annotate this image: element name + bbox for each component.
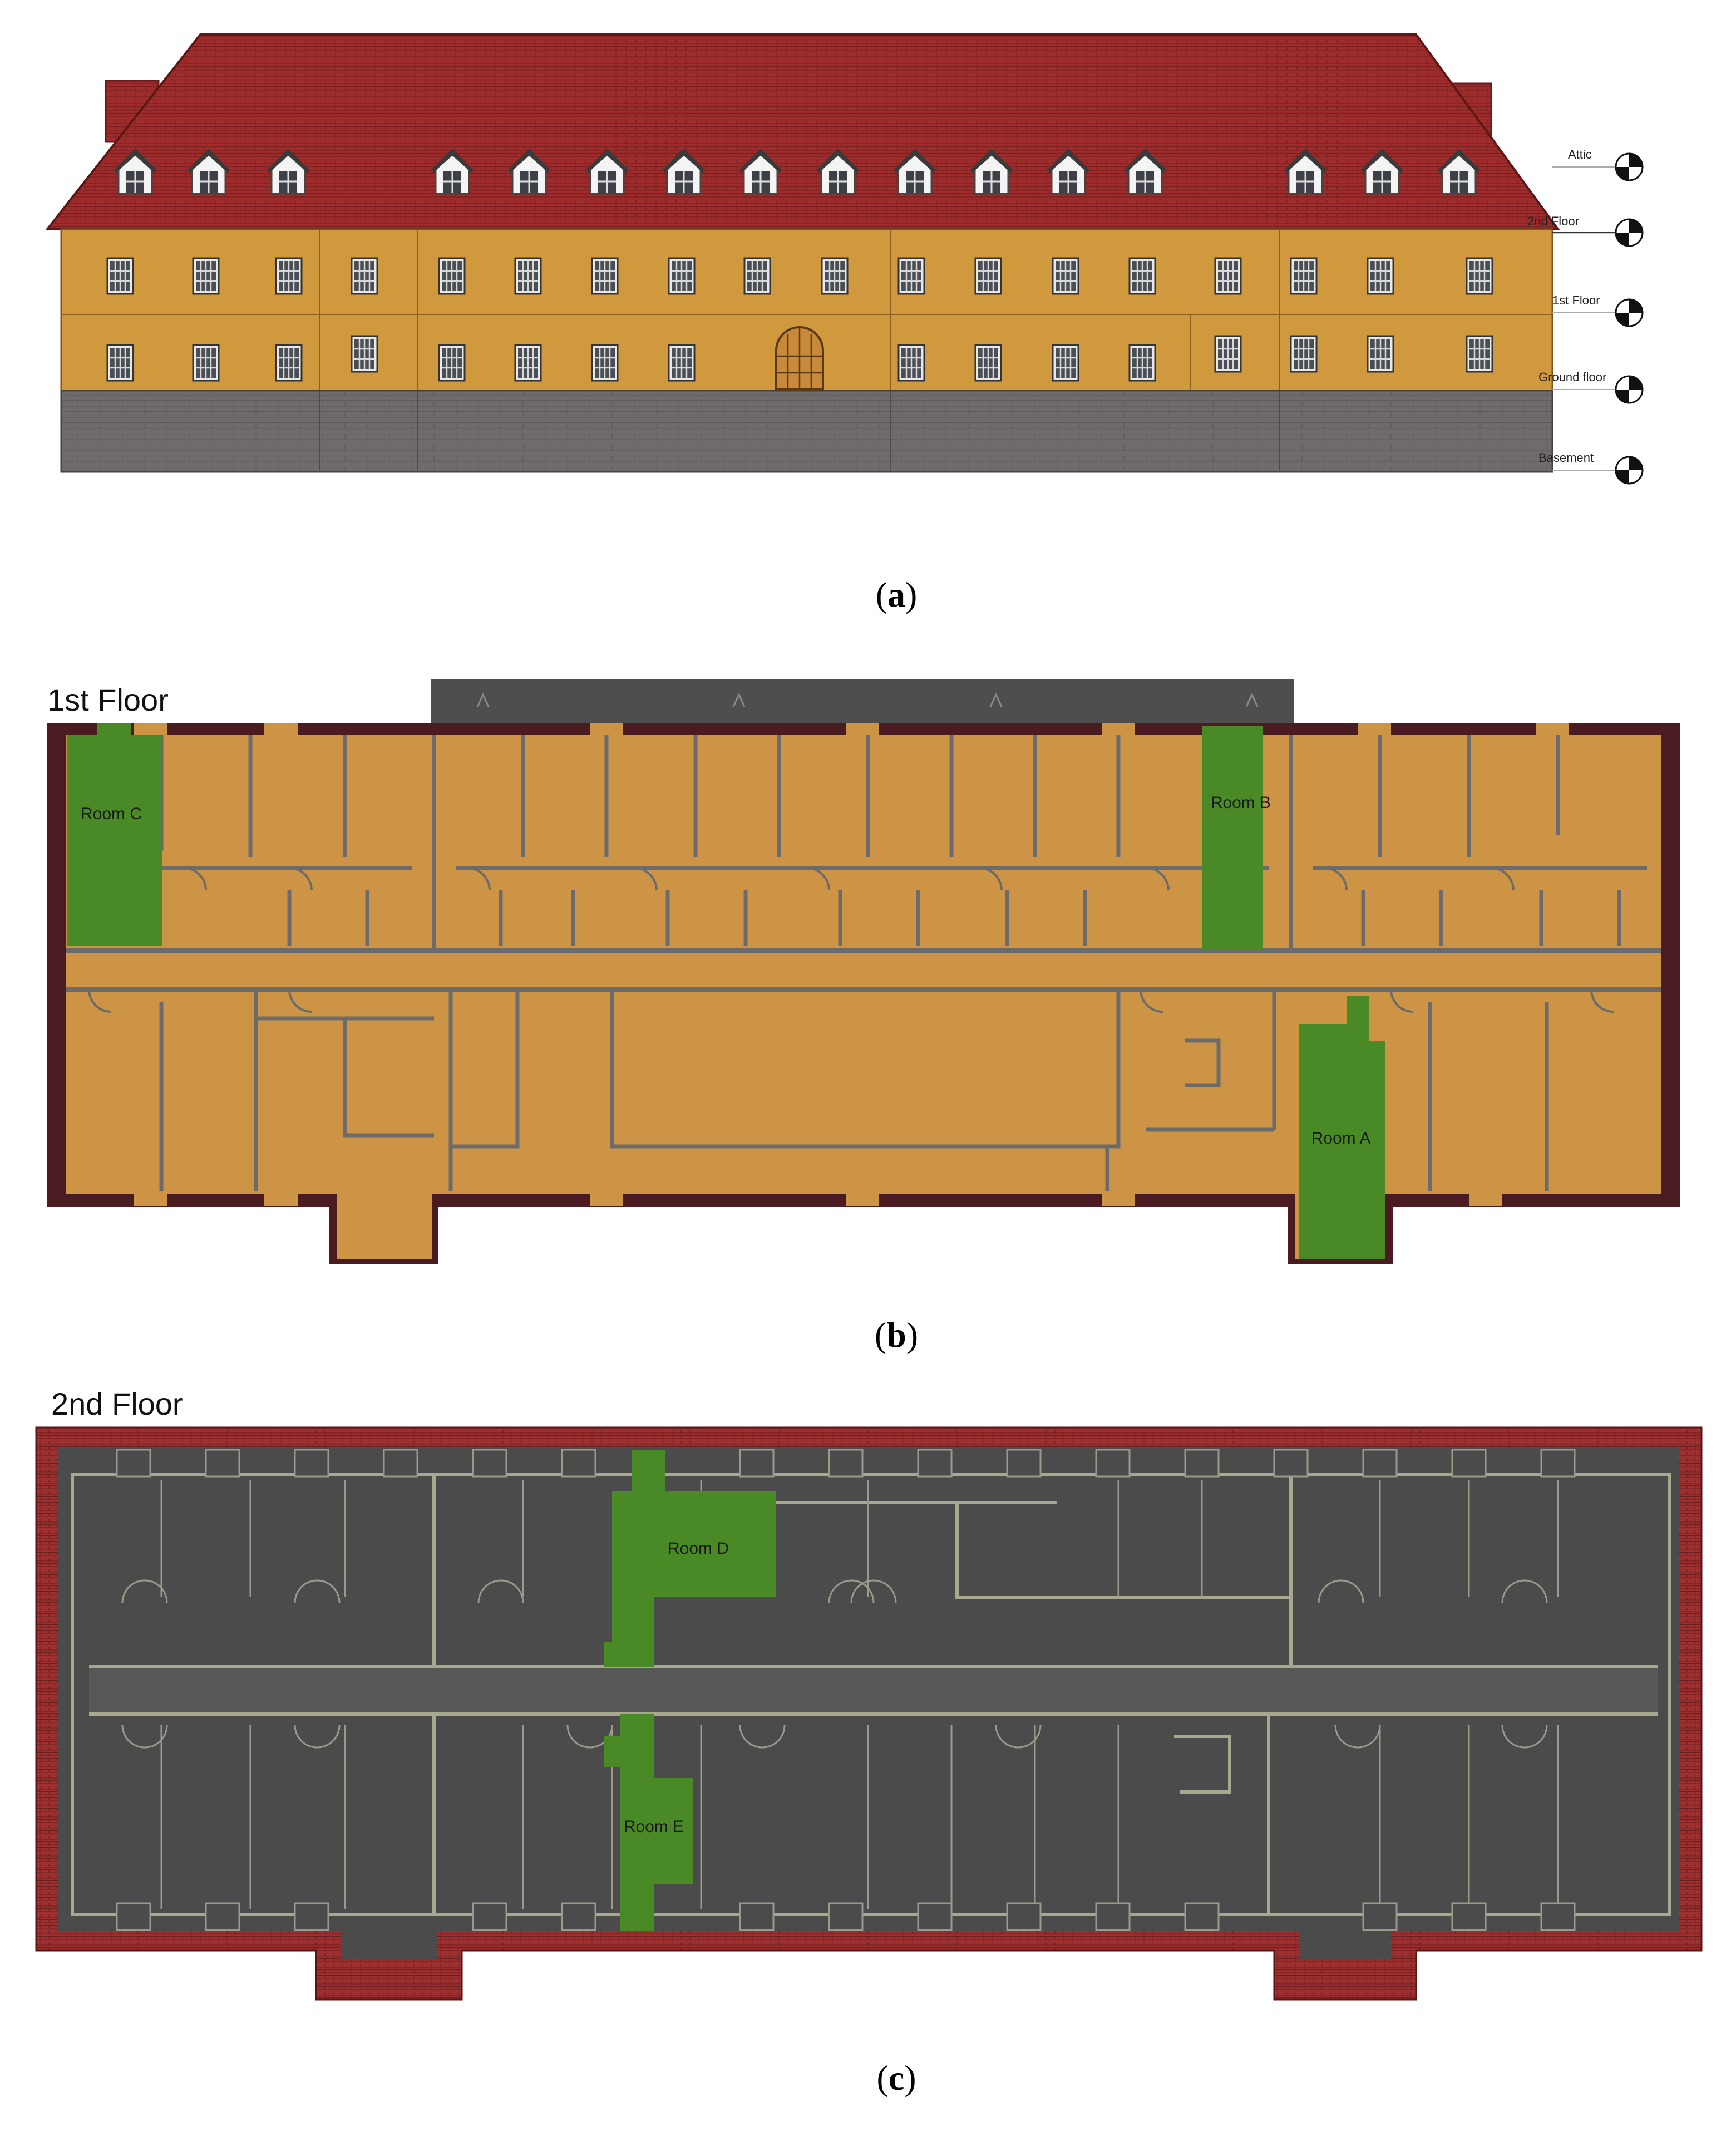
room-e-label: Room E [624,1818,684,1836]
level-label-basement: Basement [1538,451,1594,465]
room-d-area [604,1450,776,1667]
second-floor-title: 2nd Floor [51,1386,183,1421]
room-d-label: Room D [668,1539,729,1558]
room-c-label: Room C [81,805,142,823]
caption-c: (c) [876,2058,916,2097]
basement-wall [60,390,1553,473]
level-markers: Attic 2nd Floor 1st Floor Ground floor B… [1527,147,1644,485]
elevation-panel: Attic 2nd Floor 1st Floor Ground floor B… [45,33,1644,614]
entrance-door [775,326,824,391]
second-floor-plan: 2nd Floor [35,1386,1703,2097]
first-floor-title: 1st Floor [47,682,169,717]
first-floor-plan: 1st Floor [47,679,1680,1355]
roof-terrace [431,679,1294,723]
caption-a: (a) [876,575,918,614]
level-label-1st-floor: 1st Floor [1552,293,1600,307]
room-b-area [1202,726,1263,949]
room-a-area [1299,996,1385,1259]
room-c-area [67,735,162,946]
room-b-label: Room B [1211,794,1271,812]
caption-b: (b) [875,1315,918,1355]
level-label-attic: Attic [1568,147,1592,161]
level-label-ground-floor: Ground floor [1538,370,1606,384]
roof [45,33,1560,230]
first-floor-area [66,735,1661,1194]
level-label-2nd-floor: 2nd Floor [1527,214,1579,228]
room-a-label: Room A [1311,1129,1371,1148]
room-e-area [604,1714,693,1931]
